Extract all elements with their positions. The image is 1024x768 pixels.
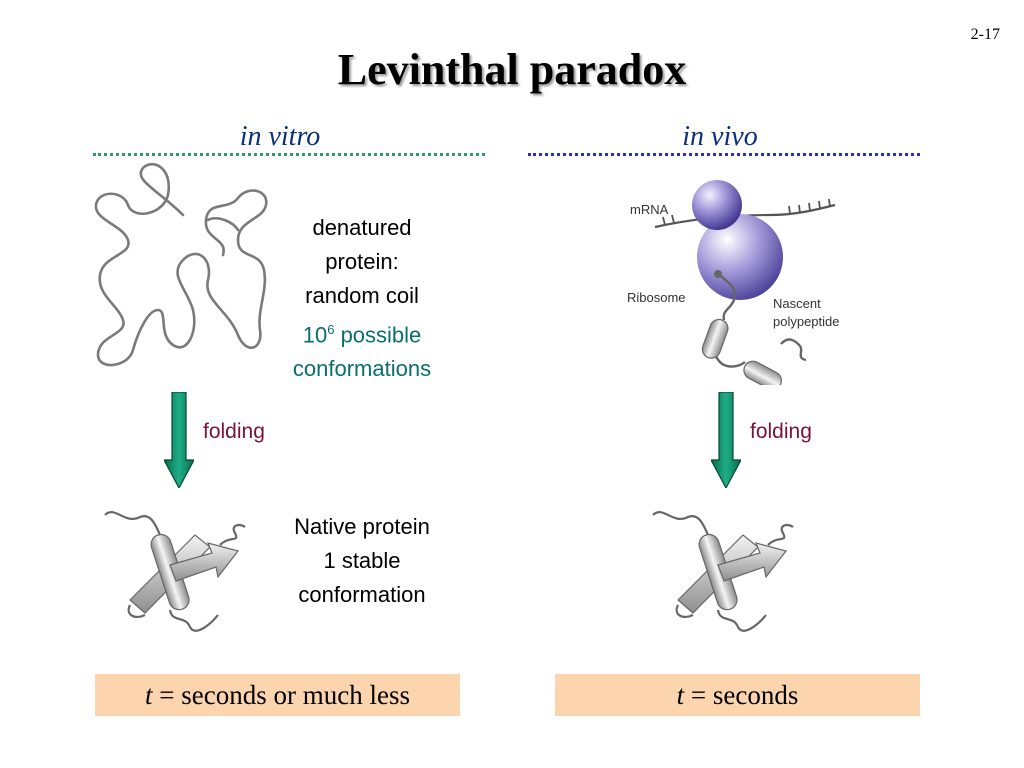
slide-title: Levinthal paradox	[337, 45, 687, 94]
right-native-protein-illustration	[652, 511, 794, 632]
in-vitro-time-variable: t	[145, 680, 153, 710]
random-coil-illustration	[94, 162, 268, 367]
in-vivo-time-value: = seconds	[690, 680, 799, 710]
native-line-2: 1 stable	[323, 548, 401, 573]
right-folding-label: folding	[750, 420, 812, 443]
denatured-description: denatured protein: random coil 106 possi…	[262, 211, 462, 386]
native-line-1: Native protein	[294, 514, 430, 539]
in-vitro-time-value: = seconds or much less	[159, 680, 410, 710]
conformation-count: 106 possible	[262, 313, 462, 352]
native-description: Native protein 1 stable conformation	[262, 510, 462, 612]
denatured-line-1: denatured	[312, 215, 412, 240]
nascent-label-line-1: Nascent	[773, 296, 821, 311]
left-folding-arrow-icon	[164, 392, 194, 488]
left-native-protein-illustration	[104, 511, 246, 632]
ribosome-illustration	[654, 180, 836, 385]
count-base: 10	[302, 322, 328, 348]
mrna-label: mRNA	[630, 202, 669, 217]
in-vitro-heading: in vitro	[239, 121, 321, 152]
slide-number: 2-17	[970, 26, 1000, 43]
in-vivo-time-box: t = seconds	[555, 674, 920, 716]
in-vivo-time-variable: t	[676, 680, 685, 710]
count-exponent: 6	[327, 322, 335, 337]
in-vitro-time-box: t = seconds or much less	[95, 674, 460, 716]
denatured-line-3: random coil	[305, 283, 419, 308]
native-line-3: conformation	[298, 582, 426, 607]
in-vivo-divider	[528, 153, 920, 156]
nascent-label-line-2: polypeptide	[773, 314, 840, 329]
ribosome-label: Ribosome	[627, 290, 686, 305]
count-word: possible	[340, 322, 422, 348]
in-vitro-divider	[93, 153, 485, 156]
in-vivo-heading: in vivo	[682, 121, 758, 152]
denatured-line-2: protein:	[325, 249, 399, 274]
left-folding-label: folding	[203, 420, 265, 443]
right-folding-arrow-icon	[711, 392, 741, 488]
conformation-count-tail: conformations	[292, 356, 432, 382]
